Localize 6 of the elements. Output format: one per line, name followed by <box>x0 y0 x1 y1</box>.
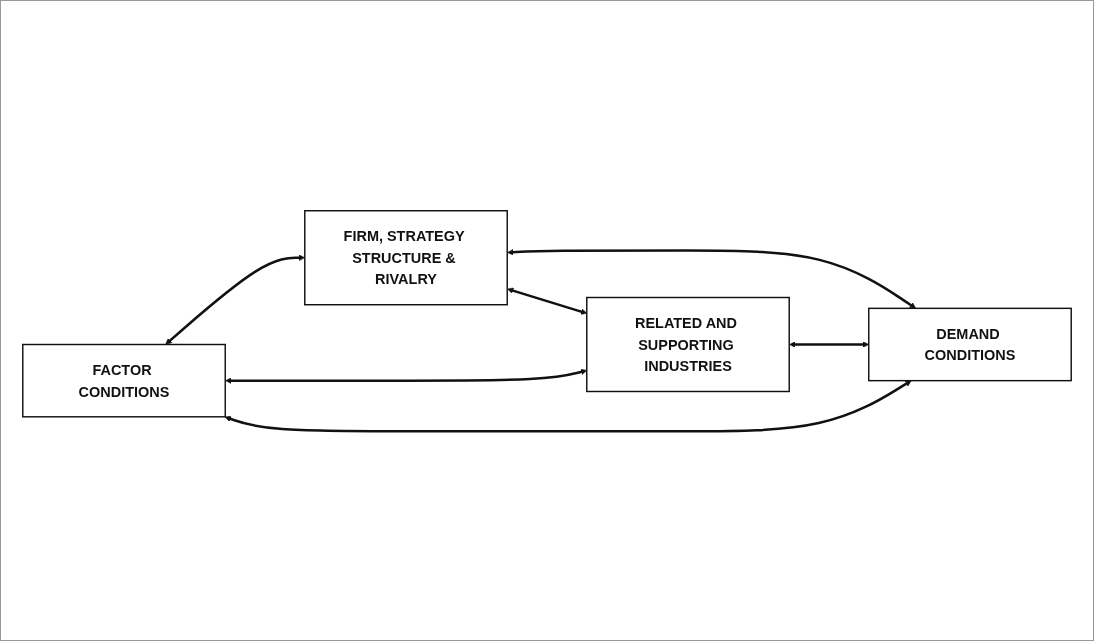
node-box: FACTOR CONDITIONS <box>22 343 226 418</box>
node-box: RELATED AND SUPPORTING INDUSTRIES <box>586 296 790 392</box>
arrow <box>507 248 917 309</box>
node-box: DEMAND CONDITIONS <box>868 307 1072 381</box>
arrow <box>224 379 912 433</box>
node-box: FIRM, STRATEGY STRUCTURE & RIVALRY <box>304 209 508 305</box>
